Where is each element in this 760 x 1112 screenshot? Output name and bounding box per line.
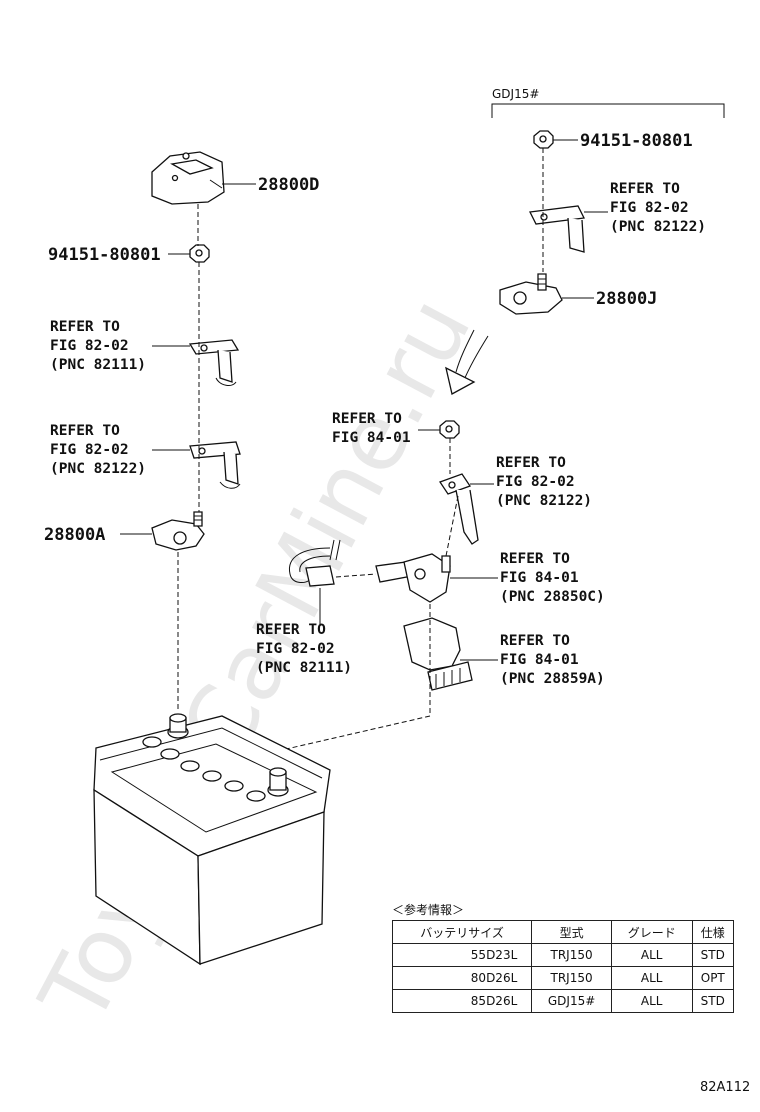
ref-left-upper-line3: (PNC 82111) (50, 357, 146, 373)
assembly-line-harness (335, 573, 377, 578)
ref-left-lower-line1: REFER TO (50, 423, 120, 439)
part-number-nut-left: 94151-80801 (48, 245, 161, 265)
ref-left-upper-line2: FIG 82-02 (50, 338, 129, 354)
terminal-cover-part (151, 151, 225, 205)
header-spec: 仕様 (691, 920, 735, 944)
ref-left-lower-line2: FIG 82-02 (50, 442, 129, 458)
nut-right-part (533, 130, 554, 149)
terminal-cover-center-part (403, 617, 473, 691)
ref-center-nut-line2: FIG 84-01 (332, 430, 411, 446)
ref-right-top-line3: (PNC 82122) (610, 219, 706, 235)
ref-left-upper-line1: REFER TO (50, 319, 120, 335)
ref-center-cable-line3: (PNC 82122) (496, 493, 592, 509)
ref-center-terminal-line3: (PNC 28850C) (500, 589, 605, 605)
cell-model: TRJ150 (531, 966, 612, 990)
cell-model: TRJ150 (531, 943, 612, 967)
assembly-line-center (429, 438, 459, 716)
table-header-row: バッテリサイズ 型式 グレード 仕様 (391, 920, 735, 944)
ref-center-cover-line1: REFER TO (500, 633, 570, 649)
variant-bracket (491, 103, 725, 118)
part-number-28800a: 28800A (44, 525, 105, 545)
header-model: 型式 (531, 920, 612, 944)
cell-battery-size: 55D23L (391, 943, 533, 967)
terminal-clamp-28800a-part (151, 511, 205, 551)
header-grade: グレード (610, 920, 693, 944)
ground-strap-bracket-right (529, 205, 585, 253)
ref-center-harness-line1: REFER TO (256, 622, 326, 638)
assembly-line-to-battery (281, 715, 431, 751)
assembly-line-left-upper (197, 204, 200, 512)
cell-spec: STD (691, 989, 735, 1013)
cell-spec: STD (691, 943, 735, 967)
ref-center-terminal-line2: FIG 84-01 (500, 570, 579, 586)
cell-grade: ALL (610, 989, 693, 1013)
ref-center-cable-line1: REFER TO (496, 455, 566, 471)
ground-strap-bracket-upper (188, 339, 240, 386)
ref-center-harness-line2: FIG 82-02 (256, 641, 335, 657)
cell-grade: ALL (610, 966, 693, 990)
ref-center-terminal-line1: REFER TO (500, 551, 570, 567)
ref-center-cover-line3: (PNC 28859A) (500, 671, 605, 687)
ref-center-cover-line2: FIG 84-01 (500, 652, 579, 668)
ref-center-harness-line3: (PNC 82111) (256, 660, 352, 676)
nut-left-part (189, 244, 210, 263)
part-number-28800j: 28800J (596, 289, 657, 309)
battery-part (93, 713, 331, 966)
wire-harness-part (288, 539, 341, 587)
ref-right-top-line1: REFER TO (610, 181, 680, 197)
cell-battery-size: 80D26L (391, 966, 533, 990)
cell-battery-size: 85D26L (391, 989, 533, 1013)
terminal-clamp-28800j-part (499, 273, 563, 315)
table-row: 85D26L GDJ15# ALL STD (391, 989, 735, 1013)
positive-terminal-part (375, 553, 451, 603)
ground-cable-center-part (439, 473, 479, 545)
cell-spec: OPT (691, 966, 735, 990)
part-number-nut-right: 94151-80801 (580, 131, 693, 151)
header-battery-size: バッテリサイズ (391, 920, 533, 944)
table-row: 55D23L TRJ150 ALL STD (391, 943, 735, 967)
ground-strap-bracket-lower (189, 441, 241, 489)
install-direction-arrow (445, 329, 489, 395)
cell-model: GDJ15# (531, 989, 612, 1013)
part-number-28800d: 28800D (258, 175, 319, 195)
nut-center-part (439, 420, 460, 439)
cell-grade: ALL (610, 943, 693, 967)
ref-center-cable-line2: FIG 82-02 (496, 474, 575, 490)
reference-info-block: ＜参考情報＞ バッテリサイズ 型式 グレード 仕様 55D23L TRJ150 … (391, 900, 735, 1013)
reference-info-title: ＜参考情報＞ (392, 903, 465, 917)
ref-center-nut-line1: REFER TO (332, 411, 402, 427)
figure-code: 82A112 (700, 1080, 751, 1095)
ref-right-top-line2: FIG 82-02 (610, 200, 689, 216)
battery-spec-table: バッテリサイズ 型式 グレード 仕様 55D23L TRJ150 ALL STD… (391, 920, 735, 1013)
variant-label: GDJ15# (492, 87, 539, 101)
ref-left-lower-line3: (PNC 82122) (50, 461, 146, 477)
table-row: 80D26L TRJ150 ALL OPT (391, 966, 735, 990)
